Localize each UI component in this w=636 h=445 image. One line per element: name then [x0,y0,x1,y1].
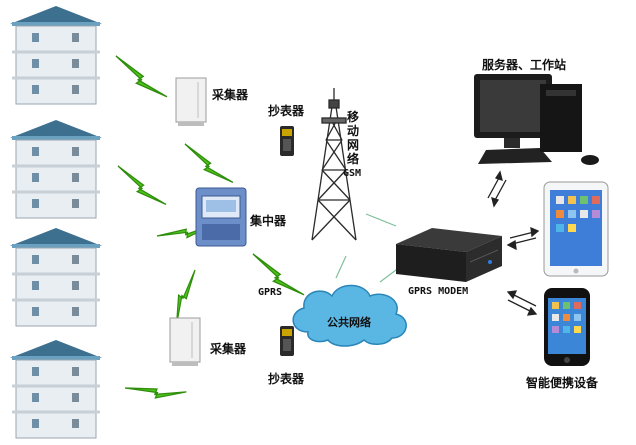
public-network-label: 公共网络 [327,316,371,329]
meter-reader-label-bottom: 抄表器 [268,372,305,386]
wireless-link-icon [117,165,167,206]
concentrator-label: 集中器 [250,214,287,228]
gsm-label: GSM [343,168,362,179]
meter-reader-top [280,126,294,156]
wireless-link-icon [160,269,211,326]
gprs-label: GPRS [258,287,283,298]
server-workstation-label: 服务器、工作站 [482,58,567,72]
wireless-link-icon [115,55,168,98]
collector-label-top: 采集器 [212,88,249,102]
gsm-tower [311,88,357,241]
bidirectional-arrow-icon [506,226,540,251]
gprs-modem-device [396,228,502,282]
meter-reader-bottom [280,326,294,356]
mobile-network-label: 移动网络 [347,110,360,166]
collector-device-bottom [169,317,201,367]
link-line [335,255,347,279]
bidirectional-arrow-icon [506,290,538,316]
smartphone-icon [544,288,590,366]
link-line [365,213,397,227]
building-2 [8,118,104,220]
gprs-modem-label: GPRS MODEM [408,286,469,297]
smart-portable-label: 智能便携设备 [526,376,599,390]
building-4 [8,338,104,440]
collector-device-top [175,77,207,127]
building-3 [8,226,104,328]
building-1 [8,4,104,106]
concentrator-device [195,187,247,247]
public-network-cloud [292,284,407,347]
collector-label-bottom: 采集器 [210,342,247,356]
wireless-link-icon [184,143,234,184]
wireless-link-icon [124,359,187,421]
server-workstation-icon [474,74,599,165]
tablet-icon [543,181,609,277]
meter-reader-label-top: 抄表器 [268,104,305,118]
bidirectional-arrow-icon [487,170,507,208]
